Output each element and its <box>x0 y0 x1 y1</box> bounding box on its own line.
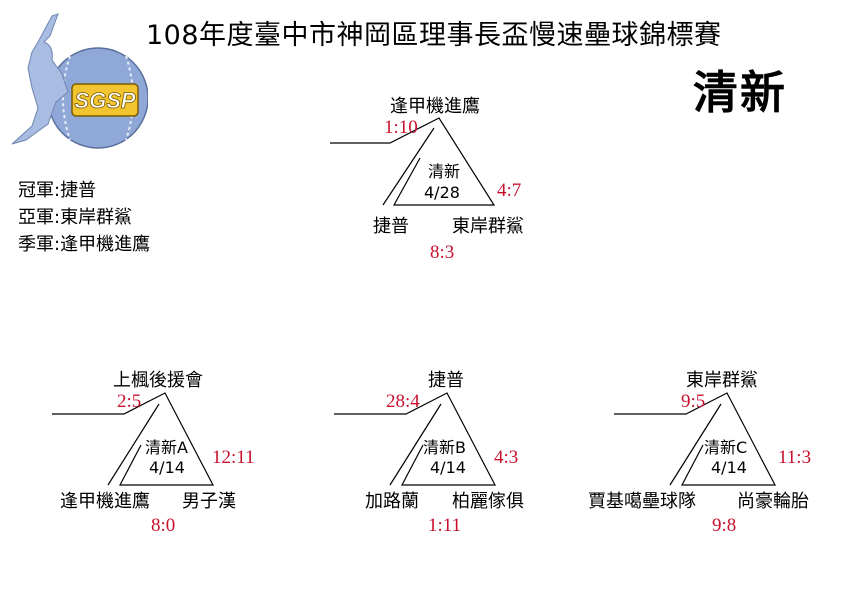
final-score-top-left: 1:10 <box>384 117 418 138</box>
ball-stitch-left <box>62 55 71 141</box>
third-place-label: 季軍:逢甲機進鷹 <box>18 234 151 255</box>
group-b-score-right: 4:3 <box>494 447 519 468</box>
group-b-right-team: 柏麗傢俱 <box>452 491 524 512</box>
group-b-left-team: 加路蘭 <box>365 491 419 512</box>
group-c-bracket <box>614 392 776 486</box>
group-c-left-team: 賈基噶壘球隊 <box>588 491 696 512</box>
group-a-left-team: 逢甲機進鷹 <box>60 491 150 512</box>
group-a-score-top-left: 2:5 <box>117 391 142 412</box>
final-bracket <box>330 117 496 206</box>
group-a-top-team: 上楓後援會 <box>113 370 203 391</box>
group-b-score-top-left: 28:4 <box>386 391 420 412</box>
group-a-date: 4/14 <box>149 458 185 477</box>
final-right-team: 東岸群鯊 <box>452 216 524 237</box>
batter-icon <box>11 13 69 145</box>
sgsp-logo: SGSP <box>11 13 148 149</box>
final-date: 4/28 <box>424 183 460 202</box>
final-score-right: 4:7 <box>497 180 522 201</box>
group-b-venue: 清新B <box>423 438 466 457</box>
group-c-venue: 清新C <box>704 438 748 457</box>
group-c-score-bottom: 9:8 <box>712 515 737 536</box>
group-b-score-bottom: 1:11 <box>428 515 462 536</box>
group-c-right-team: 尚豪輪胎 <box>737 491 809 512</box>
group-a-venue: 清新A <box>145 438 188 457</box>
group-a-bracket <box>52 392 214 486</box>
group-b-date: 4/14 <box>430 458 466 477</box>
page-title: 108年度臺中市神岡區理事長盃慢速壘球錦標賽 <box>146 20 722 51</box>
group-a-score-right: 12:11 <box>212 447 255 468</box>
final-venue: 清新 <box>428 162 461 181</box>
group-a-right-team: 男子漢 <box>182 491 236 512</box>
group-c-date: 4/14 <box>711 458 747 477</box>
group-c-score-top-left: 9:5 <box>681 391 706 412</box>
group-b-bracket <box>334 392 496 486</box>
group-c-top-team: 東岸群鯊 <box>686 370 758 391</box>
group-b-top-team: 捷普 <box>428 370 464 391</box>
group-a-score-bottom: 8:0 <box>151 515 176 536</box>
venue-title: 清新 <box>693 66 788 119</box>
final-score-bottom: 8:3 <box>430 242 455 263</box>
final-left-team: 捷普 <box>373 216 409 237</box>
champion-label: 冠軍:捷普 <box>18 180 97 201</box>
logo-text: SGSP <box>74 88 135 113</box>
runner-up-label: 亞軍:東岸群鯊 <box>18 207 133 228</box>
final-top-team: 逢甲機進鷹 <box>390 96 480 117</box>
group-c-score-right: 11:3 <box>778 447 812 468</box>
logo-plate <box>71 83 139 117</box>
